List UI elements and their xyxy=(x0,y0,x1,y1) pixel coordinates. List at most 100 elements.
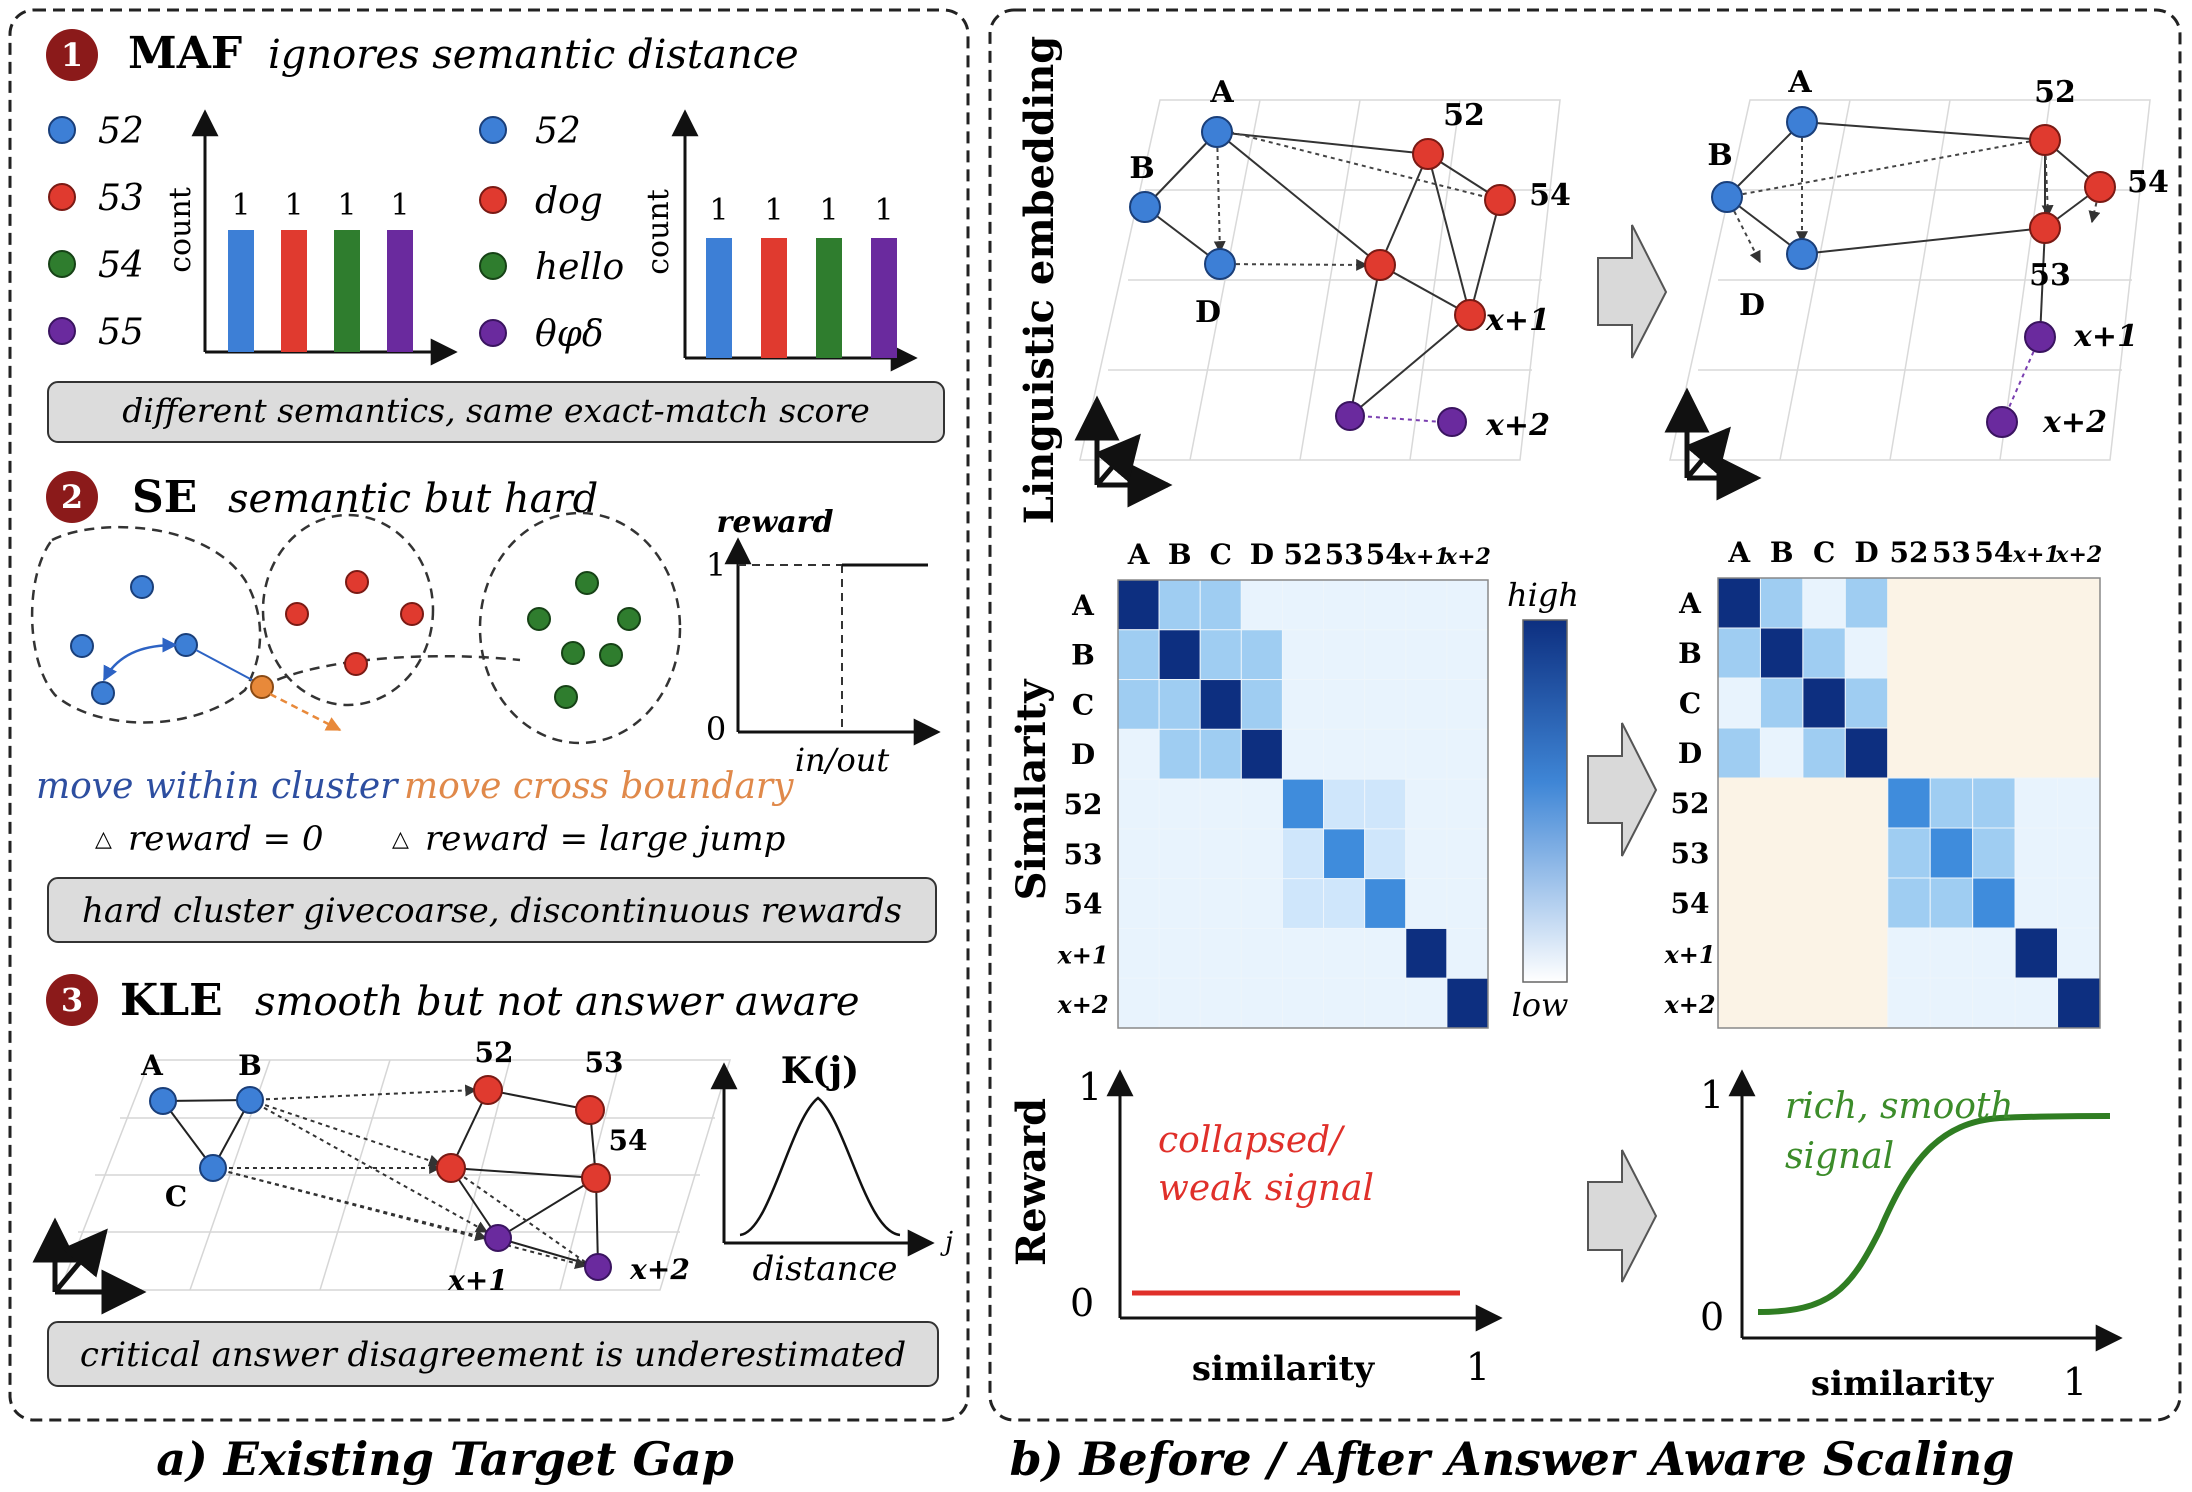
legend-label: 54 xyxy=(98,245,144,286)
node-B xyxy=(236,1086,264,1114)
delta-icon: △ xyxy=(392,827,409,852)
heatmap-cell xyxy=(1929,627,1974,679)
legend-dot-red xyxy=(479,186,507,214)
heatmap-row-label: 54 xyxy=(1671,887,1710,920)
row-label-similarity: Similarity xyxy=(1008,678,1055,900)
heatmap-cell xyxy=(1446,778,1489,830)
heatmap-cell xyxy=(1802,827,1846,879)
heatmap-cell xyxy=(1240,828,1283,880)
heatmap-after-cells xyxy=(1717,577,2101,1029)
orange-point xyxy=(250,675,274,699)
heatmap-cell xyxy=(1117,878,1160,929)
node-label: A xyxy=(140,1049,164,1082)
node-52 xyxy=(473,1075,503,1105)
cluster-boundary-blue xyxy=(30,525,262,724)
red-point xyxy=(345,570,369,594)
heatmap-cell xyxy=(1405,977,1448,1029)
heatmap-cell xyxy=(1802,677,1846,729)
kernel-curve xyxy=(739,1096,901,1237)
heatmap-cell xyxy=(1158,679,1201,730)
heatmap-cell xyxy=(1929,677,1974,729)
x-axis-label: distance xyxy=(752,1249,897,1289)
heatmap-col-label: C xyxy=(1210,538,1232,571)
heatmap-cell xyxy=(1844,677,1889,729)
green-point xyxy=(561,641,585,665)
heatmap-cell xyxy=(1446,927,1489,979)
section-maf: 1 MAF ignores semantic distance 52 53 54… xyxy=(46,28,945,443)
blue-to-orange-line xyxy=(195,649,257,683)
heatmap-cell xyxy=(1929,827,1974,879)
heatmap-cell xyxy=(1240,629,1283,681)
cross-boundary-arrow xyxy=(269,692,342,732)
heatmap-cell xyxy=(1446,878,1489,929)
heatmap-cell xyxy=(1117,927,1160,979)
node-x+2-left xyxy=(1335,401,1365,431)
heatmap-cell xyxy=(2057,977,2101,1029)
dotted-edges xyxy=(1213,131,1491,423)
bar-value-label: 1 xyxy=(390,188,409,223)
heatmap-cell xyxy=(1972,577,2016,629)
heatmap-cell xyxy=(1717,577,1761,629)
heatmap-cell xyxy=(1844,827,1889,879)
heatmap-border xyxy=(1117,579,1489,1029)
heatmap-cell xyxy=(2014,827,2059,879)
maf-legend-left: 52 53 54 55 xyxy=(48,111,144,353)
corner-axes xyxy=(1664,387,1762,501)
bar-purple xyxy=(871,238,897,358)
node-C xyxy=(199,1154,227,1182)
node-red-center xyxy=(436,1153,466,1183)
colorbar-high-label: high xyxy=(1507,576,1579,614)
heatmap-cell xyxy=(1446,579,1489,631)
bar-value-label: 1 xyxy=(764,193,783,228)
panel-a: 1 MAF ignores semantic distance 52 53 54… xyxy=(8,8,970,1422)
heatmap-cell xyxy=(1759,827,1804,879)
heatmap-col-label: 52 xyxy=(1284,538,1323,571)
reward-before-chart: 1 0 collapsed/ weak signal similarity 1 xyxy=(1070,1065,1503,1389)
heatmap-cell xyxy=(1323,927,1366,979)
blue-point xyxy=(91,681,115,705)
heatmap-cell xyxy=(1446,977,1489,1029)
heatmap-cell xyxy=(1887,627,1931,679)
heatmap-cell xyxy=(1446,728,1489,780)
heatmap-cell xyxy=(1117,579,1160,631)
heatmap-col-label: C xyxy=(1813,536,1835,569)
heatmap-cell xyxy=(1364,679,1407,730)
node-label: x+1 xyxy=(1485,303,1550,338)
node-53 xyxy=(2029,212,2061,244)
heatmap-cell xyxy=(1802,927,1846,979)
corner-axes xyxy=(32,1217,147,1315)
green-point xyxy=(575,571,599,595)
heatmap-cell xyxy=(1405,629,1448,681)
kle-graph: A B C 52 53 54 x+1 x+2 xyxy=(32,1036,732,1315)
heatmap-row-label: 54 xyxy=(1064,888,1103,921)
legend-dot-blue xyxy=(48,116,76,144)
heatmap-cell xyxy=(1844,627,1889,679)
node-x+1 xyxy=(484,1224,512,1252)
heatmap-cell xyxy=(1717,877,1761,929)
heatmap-cell xyxy=(2057,827,2101,879)
green-point xyxy=(527,607,551,631)
heatmap-row-label: B xyxy=(1678,637,1702,670)
corner-axes xyxy=(1074,395,1173,508)
row-label-reward: Reward xyxy=(1008,1098,1055,1266)
kle-note-box xyxy=(47,1321,939,1387)
legend-dot-purple xyxy=(479,319,507,347)
kle-note: critical answer disagreement is underest… xyxy=(80,1335,906,1375)
heatmap-border xyxy=(1717,577,2101,1029)
heatmap-cell xyxy=(2014,727,2059,779)
heatmap-cell xyxy=(1117,629,1160,681)
heatmap-cell xyxy=(1759,727,1804,779)
node-52 xyxy=(1412,138,1444,170)
panel-b: Linguistic embedding Similarity Reward xyxy=(988,8,2182,1422)
node-label: A xyxy=(1209,75,1234,110)
green-point xyxy=(554,685,578,709)
heatmap-cell xyxy=(1158,579,1201,631)
heatmap-col-label: 53 xyxy=(1325,538,1364,571)
section-kle: 3 KLE smooth but not answer aware xyxy=(32,974,953,1387)
heatmap-cell xyxy=(1972,827,2016,879)
heatmap-cell xyxy=(1405,778,1448,830)
heatmap-cell xyxy=(1887,677,1931,729)
blue-point xyxy=(130,575,154,599)
